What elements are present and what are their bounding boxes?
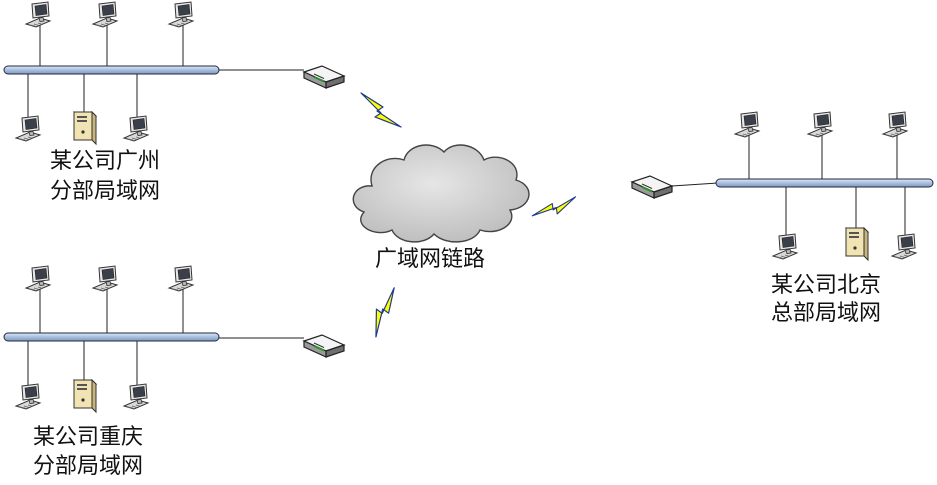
workstation-icon [807, 111, 833, 138]
workstation-icon [92, 1, 118, 28]
workstation-icon [123, 383, 149, 410]
workstation-icon [92, 265, 118, 292]
router-icon [631, 175, 673, 199]
wan-label: 广域网链路 [375, 247, 486, 272]
chongqing-lan [3, 265, 345, 413]
lightning-icon [361, 287, 409, 338]
chongqing-label-line2: 分部局域网 [33, 454, 144, 479]
workstation-icon [15, 115, 41, 142]
chongqing-bus [3, 332, 220, 342]
workstation-icon [168, 1, 194, 28]
server-icon [73, 379, 97, 413]
server-icon [845, 227, 869, 261]
cloud-icon [352, 144, 530, 243]
workstation-icon [123, 115, 149, 142]
chongqing-label-line1: 某公司重庆 [33, 425, 144, 450]
workstation-icon [25, 265, 51, 292]
beijing-label-line1: 某公司北京 [771, 273, 882, 298]
workstation-icon [772, 233, 798, 260]
guangzhou-label-line1: 某公司广州 [50, 149, 161, 174]
guangzhou-label-line2: 分部局域网 [50, 179, 161, 204]
workstation-icon [891, 233, 917, 260]
beijing-bus [715, 178, 934, 188]
guangzhou-lan [3, 1, 345, 145]
guangzhou-bus [3, 65, 220, 75]
beijing-label-line2: 总部局域网 [771, 301, 882, 326]
lightning-icon [360, 92, 402, 128]
workstation-icon [734, 111, 760, 138]
router-icon [303, 334, 345, 358]
workstation-icon [168, 265, 194, 292]
workstation-icon [25, 1, 51, 28]
server-icon [73, 111, 97, 145]
workstation-icon [882, 111, 908, 138]
lightning-icon [531, 182, 577, 230]
router-icon [303, 65, 345, 89]
workstation-icon [15, 383, 41, 410]
beijing-lan [631, 111, 934, 261]
